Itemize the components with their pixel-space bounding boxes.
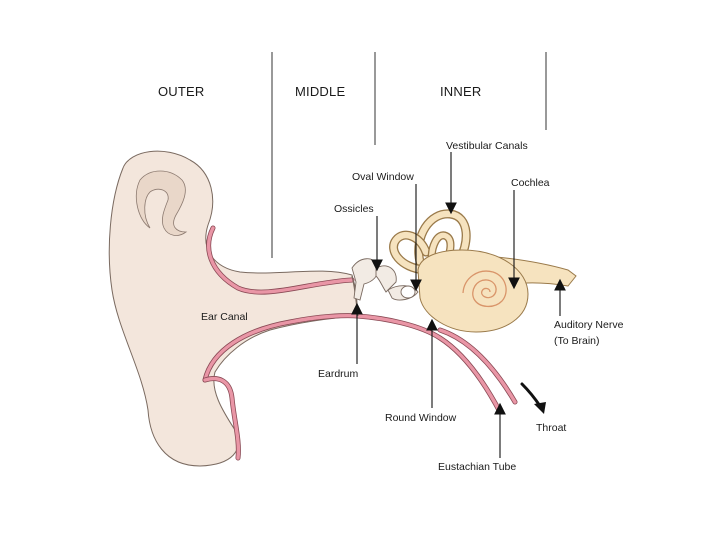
- cochlea-spiral: [462, 270, 507, 308]
- earlobe-fold-fill: [203, 376, 241, 460]
- label-auditory-nerve-line2: (To Brain): [554, 335, 600, 347]
- label-ear-canal: Ear Canal: [201, 311, 248, 323]
- section-outer-label: OUTER: [158, 84, 205, 99]
- label-auditory-nerve-line1: Auditory Nerve: [554, 319, 624, 331]
- eustachian-tube-wall-fill: [438, 328, 517, 404]
- canal-lining-upper-fill: [207, 226, 354, 294]
- pointer-lines: [351, 152, 566, 458]
- section-middle-label: MIDDLE: [295, 84, 345, 99]
- label-round-window: Round Window: [385, 412, 457, 424]
- label-cochlea: Cochlea: [511, 177, 550, 189]
- label-ossicles: Ossicles: [334, 203, 374, 215]
- label-throat: Throat: [536, 422, 566, 434]
- label-vestibular-canals: Vestibular Canals: [446, 140, 528, 152]
- incus: [375, 265, 397, 293]
- pinna-concha: [136, 170, 188, 236]
- eustachian-tube-wall: [437, 327, 518, 405]
- throat-arrow: [520, 382, 546, 414]
- label-eustachian-tube: Eustachian Tube: [438, 461, 516, 473]
- label-eardrum: Eardrum: [318, 368, 359, 380]
- label-oval-window: Oval Window: [352, 171, 414, 183]
- section-inner-label: INNER: [440, 84, 481, 99]
- round-window-shape: [400, 285, 416, 299]
- section-dividers: [271, 52, 547, 258]
